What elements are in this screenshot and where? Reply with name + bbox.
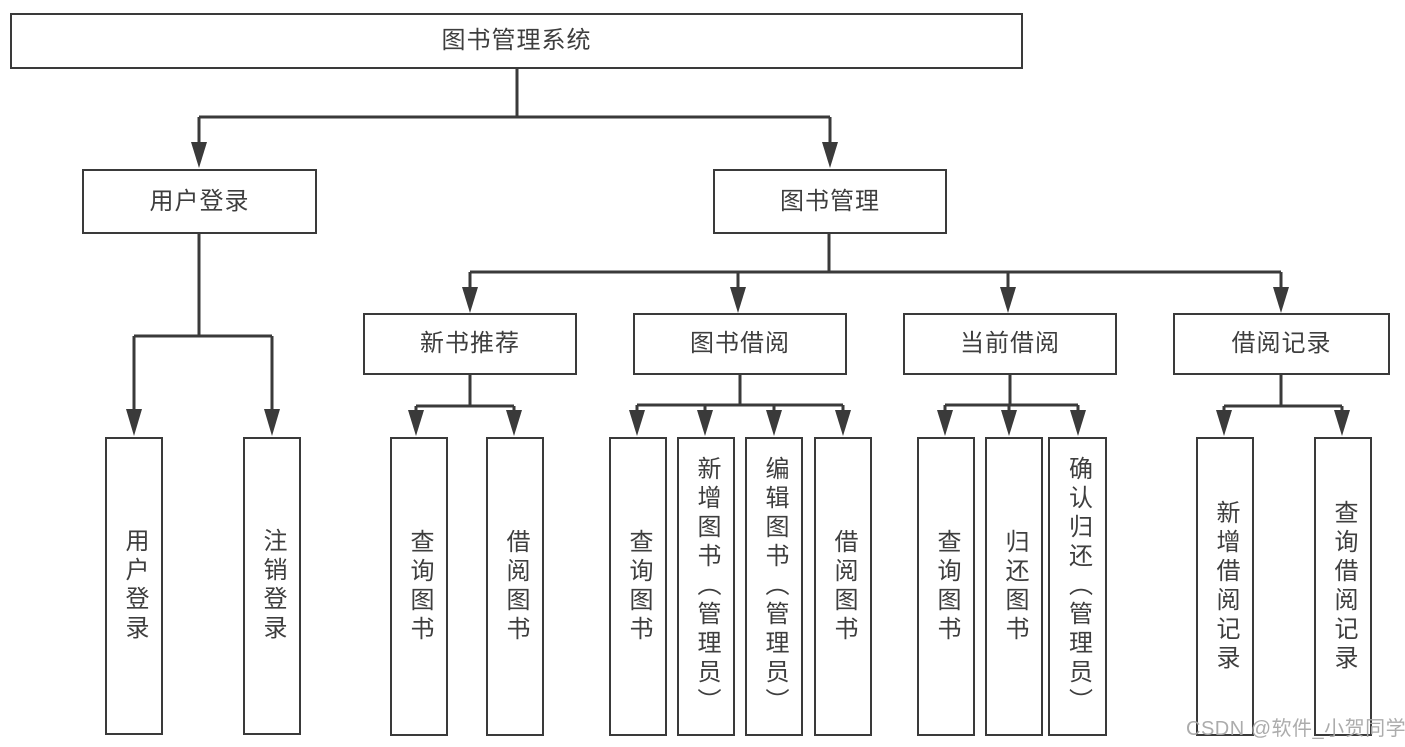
node-logout-leaf: 注销登录 — [243, 437, 301, 735]
connector-user-login-to-children — [126, 234, 280, 436]
connector-borrow-record-to-children — [1216, 375, 1350, 436]
node-cb-query-book: 查询图书 — [917, 437, 975, 736]
node-user-login: 用户登录 — [82, 169, 317, 234]
node-current-borrow: 当前借阅 — [903, 313, 1117, 375]
node-cb-confirm-return-admin: 确认归还（管理员） — [1048, 437, 1107, 736]
node-book-borrow: 图书借阅 — [633, 313, 847, 375]
csdn-watermark: CSDN @软件_小贺同学 — [1186, 718, 1405, 740]
connector-current-borrow-to-children — [937, 375, 1086, 436]
connector-book-borrow-to-children — [629, 375, 851, 436]
node-bb-query-book: 查询图书 — [609, 437, 667, 736]
node-br-query-record: 查询借阅记录 — [1314, 437, 1372, 736]
node-user-login-leaf: 用户登录 — [105, 437, 163, 735]
node-book-management: 图书管理 — [713, 169, 947, 234]
node-bb-edit-book-admin: 编辑图书（管理员） — [745, 437, 803, 736]
node-nbr-query-book: 查询图书 — [390, 437, 448, 736]
connector-book-management-to-level3 — [462, 234, 1289, 313]
node-new-book-recommend: 新书推荐 — [363, 313, 577, 375]
node-bb-borrow-book: 借阅图书 — [814, 437, 872, 736]
node-root: 图书管理系统 — [10, 13, 1023, 69]
node-nbr-borrow-book: 借阅图书 — [486, 437, 544, 736]
node-br-add-record: 新增借阅记录 — [1196, 437, 1254, 736]
node-cb-return-book: 归还图书 — [985, 437, 1043, 736]
node-borrow-record: 借阅记录 — [1173, 313, 1390, 375]
connector-root-to-level2 — [191, 68, 838, 168]
connector-new-book-recommend-to-children — [408, 375, 522, 436]
node-bb-add-book-admin: 新增图书（管理员） — [677, 437, 735, 736]
